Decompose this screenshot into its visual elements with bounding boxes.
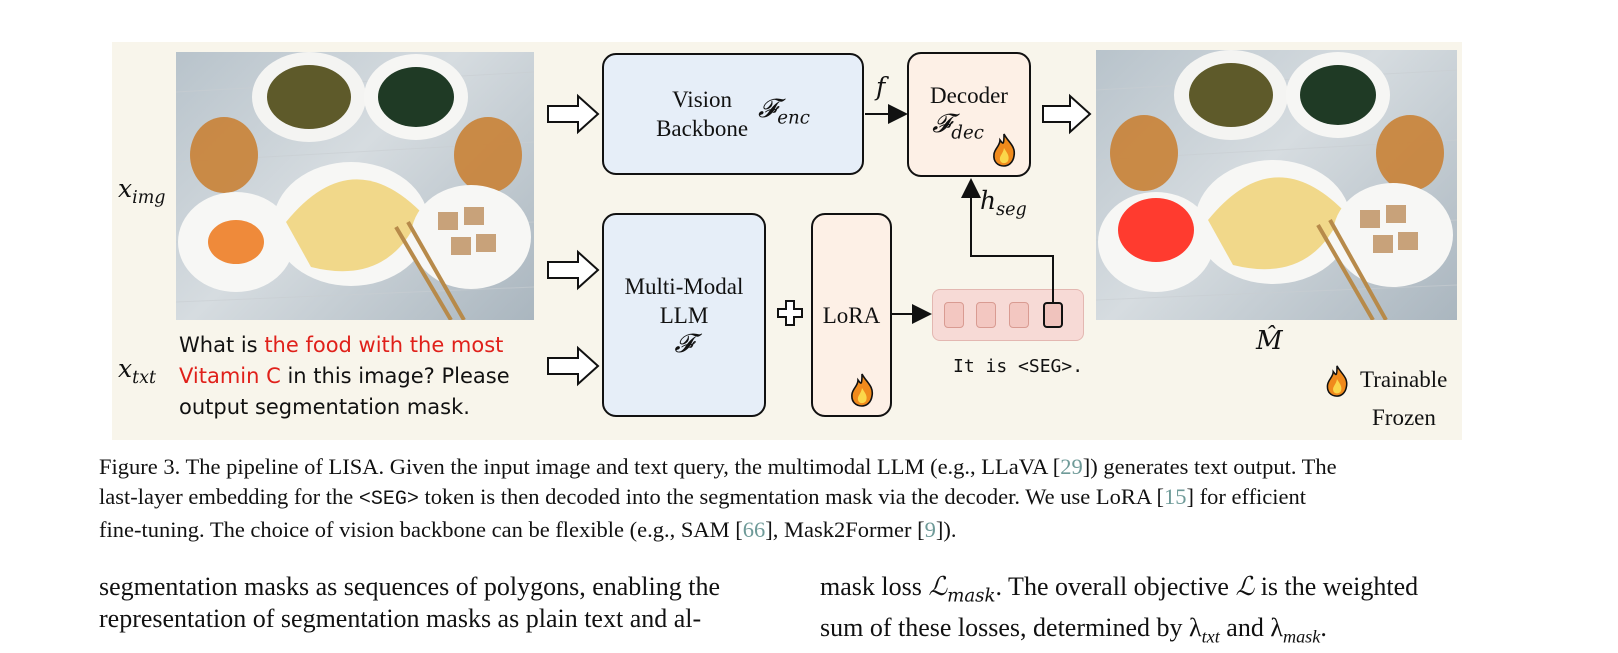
input-image — [176, 52, 534, 320]
f-enc-symbol: 𝓕enc — [758, 94, 810, 129]
body-right-column: mask loss ℒmask. The overall objective ℒ… — [820, 572, 1419, 647]
x-img-label: ximg — [118, 174, 166, 209]
token — [976, 302, 996, 328]
food-photo-with-mask — [1096, 50, 1457, 320]
food-photo-illustration — [176, 52, 534, 320]
arrow-right-icon — [1042, 93, 1092, 135]
h-seg-label: hseg — [980, 186, 1027, 221]
vision-backbone-box: Vision Backbone 𝓕enc — [602, 53, 864, 175]
lora-label: LoRA — [822, 302, 881, 328]
seg-token — [1043, 302, 1063, 328]
m-hat-label: M̂ — [1256, 326, 1283, 356]
llm-line1: Multi-Modal — [624, 273, 744, 299]
lora-box: LoRA — [811, 213, 892, 417]
text-query: What is the food with the most Vitamin C… — [179, 333, 510, 419]
f-label: f — [876, 72, 886, 101]
token — [944, 302, 964, 328]
token — [1009, 302, 1029, 328]
legend-frozen: Frozen — [1372, 405, 1436, 430]
fire-icon — [993, 133, 1016, 167]
fire-icon — [851, 373, 874, 407]
segmentation-mask — [1118, 198, 1194, 262]
figure-caption: Figure 3. The pipeline of LISA. Given th… — [99, 454, 1337, 542]
arrow-right-icon — [547, 93, 600, 135]
output-text: It is <SEG>. — [953, 356, 1084, 377]
legend-trainable: Trainable — [1360, 367, 1448, 392]
llm-symbol: 𝓕 — [674, 328, 694, 359]
decoder-label: Decoder — [930, 83, 1008, 109]
arrows-layer — [547, 93, 1092, 387]
body-left-column: segmentation masks as sequences of polyg… — [99, 572, 720, 633]
vision-backbone-line2: Backbone — [656, 116, 749, 141]
arrow-right-icon — [547, 249, 600, 291]
fire-icon — [1326, 365, 1348, 397]
output-mask-image — [1096, 50, 1457, 320]
multimodal-llm-box: Multi-Modal LLM 𝓕 — [602, 213, 766, 417]
arrow-right-icon — [547, 345, 600, 387]
x-txt-label: xtxt — [118, 354, 157, 389]
plus-icon — [777, 300, 803, 326]
vision-backbone-line1: Vision — [672, 87, 733, 112]
llm-line2: LLM — [659, 302, 709, 328]
f-dec-symbol: 𝓕dec — [932, 109, 984, 144]
